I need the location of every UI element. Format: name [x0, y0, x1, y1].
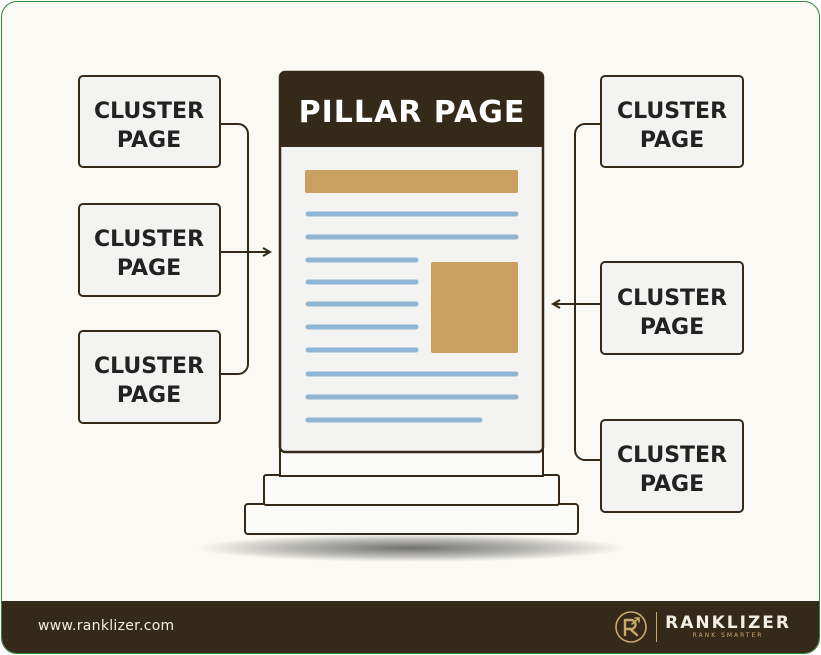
cluster-page-box-right-3: CLUSTER PAGE: [600, 419, 744, 513]
cluster-label-line2: PAGE: [117, 128, 181, 153]
pillar-base-top: [279, 449, 544, 477]
cluster-label-line1: CLUSTER: [94, 227, 204, 252]
footer-website-link[interactable]: www.ranklizer.com: [38, 618, 175, 634]
cluster-label-line2: PAGE: [117, 383, 181, 408]
pillar-cluster-diagram: PILLAR PAGE CLUSTER PAGE: [78, 70, 744, 562]
brand-name: RANKLIZER: [665, 613, 791, 633]
cluster-page-box-right-1: CLUSTER PAGE: [600, 75, 744, 168]
pillar-header-bar: [280, 72, 543, 147]
cluster-label-line2: PAGE: [117, 256, 181, 281]
pillar-title: PILLAR PAGE: [299, 95, 526, 130]
cluster-label-line1: CLUSTER: [94, 99, 204, 124]
right-bracket-connector: [574, 123, 602, 461]
cluster-label-line1: CLUSTER: [617, 99, 727, 124]
pillar-base-bottom: [244, 503, 579, 535]
brand-text: RANKLIZER RANK SMARTER: [665, 614, 791, 640]
ranklizer-logo-icon: [615, 611, 647, 643]
cluster-label-line1: CLUSTER: [617, 443, 727, 468]
pillar-base-middle: [263, 474, 560, 506]
brand-divider: [656, 612, 658, 642]
cluster-page-box-left-2: CLUSTER PAGE: [78, 203, 221, 297]
footer-bar: www.ranklizer.com RANKLIZER RANK SMARTER: [2, 601, 819, 653]
pillar-heading-block: [305, 170, 518, 193]
pillar-text-lines: [305, 211, 519, 423]
cluster-label-line2: PAGE: [640, 128, 704, 153]
pillar-shadow: [196, 534, 626, 562]
cluster-label-line1: CLUSTER: [94, 354, 204, 379]
cluster-page-box-left-3: CLUSTER PAGE: [78, 330, 221, 424]
left-bracket-connector: [221, 123, 249, 375]
cluster-label-line2: PAGE: [640, 315, 704, 340]
cluster-page-box-left-1: CLUSTER PAGE: [78, 75, 221, 168]
brand-tagline: RANK SMARTER: [692, 632, 764, 639]
cluster-label-line2: PAGE: [640, 472, 704, 497]
cluster-label-line1: CLUSTER: [617, 286, 727, 311]
cluster-page-box-right-2: CLUSTER PAGE: [600, 261, 744, 355]
pillar-image-block: [431, 262, 518, 353]
brand-lockup[interactable]: RANKLIZER RANK SMARTER: [614, 609, 791, 645]
